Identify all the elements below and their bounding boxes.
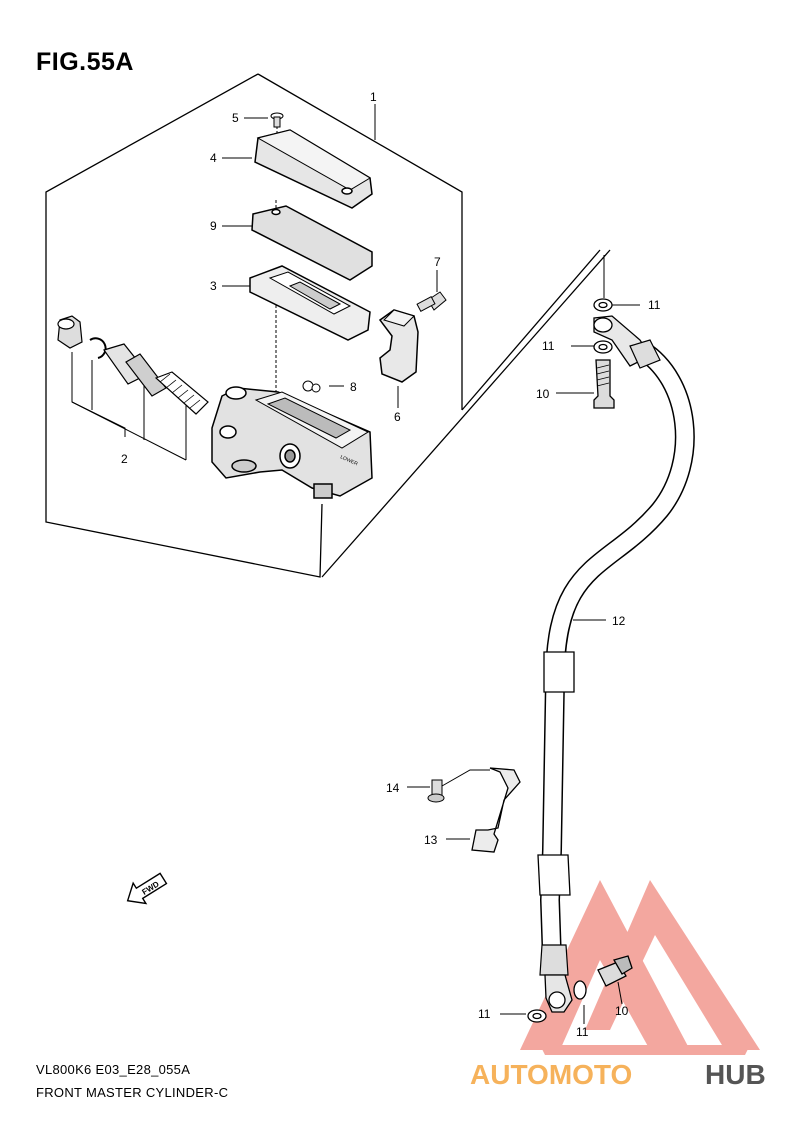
lower-hose-fittings xyxy=(527,955,633,1023)
callout-3: 3 xyxy=(210,279,217,293)
leader-lines xyxy=(222,104,640,1024)
callout-5: 5 xyxy=(232,111,239,125)
callout-9: 9 xyxy=(210,219,217,233)
callout-11-upper-b: 11 xyxy=(542,339,555,353)
callout-10-lower: 10 xyxy=(615,1004,629,1018)
part-9-diaphragm-plate xyxy=(251,205,373,281)
figure-title: FIG.55A xyxy=(36,48,134,76)
callout-6: 6 xyxy=(394,410,401,424)
upper-hose-fittings xyxy=(593,298,651,409)
callout-7: 7 xyxy=(434,255,441,269)
part-6-holder xyxy=(378,309,419,383)
part-5-screw xyxy=(270,112,284,128)
part-3-diaphragm xyxy=(249,265,371,341)
callout-numbers: 1 2 3 4 5 6 7 8 9 10 10 11 11 11 11 12 1… xyxy=(121,90,661,1039)
callout-12: 12 xyxy=(612,614,626,628)
part-8-clip xyxy=(302,380,321,393)
piston-kit-bracket xyxy=(71,352,187,461)
callout-4: 4 xyxy=(210,151,217,165)
part-2-piston-kit xyxy=(57,315,209,415)
callout-11-lower-b: 11 xyxy=(576,1025,589,1039)
callout-10-upper: 10 xyxy=(536,387,550,401)
part-4-reservoir-cover xyxy=(254,129,373,209)
watermark-text-automoto: AUTOMOTO xyxy=(470,1059,632,1090)
master-cylinder-assembly-outline xyxy=(45,73,611,578)
part-12-brake-hose xyxy=(537,339,695,976)
callout-8: 8 xyxy=(350,380,357,394)
master-cylinder-body: LOWER xyxy=(211,386,373,499)
callout-13: 13 xyxy=(424,833,438,847)
callout-11-lower-a: 11 xyxy=(478,1007,491,1021)
part-14-bolt xyxy=(427,769,490,803)
figure-code: VL800K6 E03_E28_055A xyxy=(36,1062,191,1077)
callout-1: 1 xyxy=(370,90,377,104)
watermark-text: AUTOMOTO HUB xyxy=(470,1059,766,1090)
figure-name: FRONT MASTER CYLINDER-C xyxy=(36,1085,229,1100)
callout-11-upper-a: 11 xyxy=(648,298,661,312)
callout-2: 2 xyxy=(121,452,128,466)
part-13-clamp xyxy=(471,767,521,853)
callout-14: 14 xyxy=(386,781,400,795)
watermark-text-hub: HUB xyxy=(705,1059,766,1090)
fwd-arrow-icon: FWD xyxy=(126,872,168,905)
part-7-bolt xyxy=(416,291,447,312)
